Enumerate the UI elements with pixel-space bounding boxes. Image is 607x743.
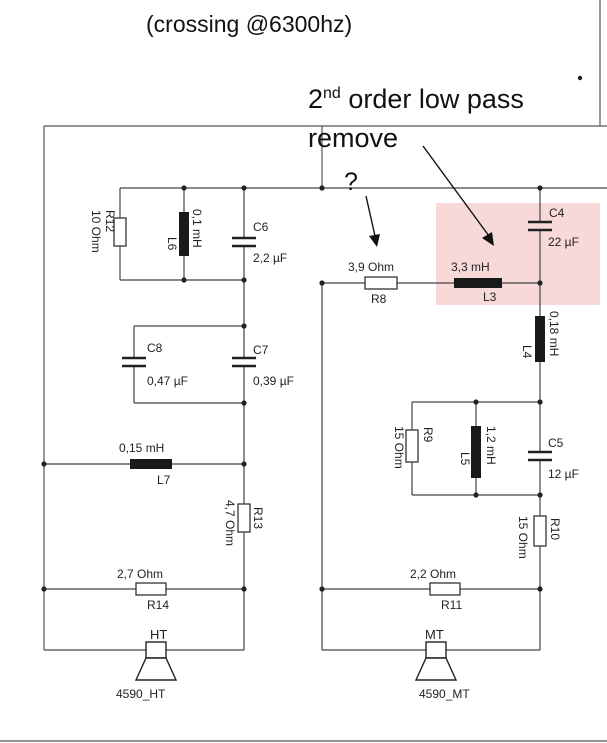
- speaker-ht-name: 4590_HT: [116, 687, 166, 701]
- annotation-rest: order low pass: [340, 84, 524, 114]
- resistor-r8: [364, 276, 398, 290]
- junction-dot: [41, 586, 47, 592]
- inductor-l5: [471, 426, 481, 478]
- label-r11-name: R11: [441, 598, 463, 612]
- junction-dot: [537, 280, 543, 286]
- junction-dot: [319, 185, 325, 191]
- label-c7-value: 0,39 µF: [253, 374, 294, 388]
- label-r9-name: R9: [421, 427, 435, 443]
- junction-dot: [473, 399, 479, 405]
- speaker-mt-icon: [414, 641, 458, 681]
- label-r11-value: 2,2 Ohm: [410, 567, 457, 581]
- label-l7-value: 0,15 mH: [119, 441, 165, 455]
- junction-dot: [241, 323, 247, 329]
- resistor-r11: [429, 582, 461, 596]
- inductor-l4: [535, 316, 545, 362]
- resistor-r12: [113, 217, 127, 247]
- arrow-to-r8: [365, 195, 376, 237]
- annotation-line2: remove: [308, 123, 399, 153]
- junction-dot: [181, 277, 187, 283]
- resistor-r10: [533, 515, 547, 547]
- inductor-l6: [179, 212, 189, 256]
- label-l5-value: 1,2 mH: [484, 426, 498, 465]
- junction-dot: [241, 185, 247, 191]
- arrowhead-icon: [482, 232, 494, 246]
- resistor-r14: [135, 582, 167, 596]
- junction-dot: [473, 492, 479, 498]
- label-r14-value: 2,7 Ohm: [117, 567, 164, 581]
- label-r13-name: R13: [251, 507, 265, 530]
- label-r14-name: R14: [147, 598, 170, 612]
- speaker-mt-label: MT: [425, 627, 444, 642]
- arrowhead-icon: [369, 234, 380, 247]
- junction-dot: [537, 586, 543, 592]
- junction-dot: [577, 75, 583, 81]
- label-c4-name: C4: [549, 206, 565, 220]
- label-r10-value: 15 Ohm: [516, 516, 530, 559]
- label-l4-name: L4: [520, 345, 534, 359]
- label-c8-value: 0,47 µF: [147, 374, 188, 388]
- speaker-ht-label: HT: [150, 627, 168, 642]
- annotation-superscript: nd: [323, 85, 341, 102]
- label-r10-name: R10: [548, 518, 562, 541]
- label-l6-value: 0,1 mH: [190, 209, 204, 248]
- label-c6-value: 2,2 µF: [253, 251, 288, 265]
- junction-dot: [241, 277, 247, 283]
- label-c4-value: 22 µF: [548, 235, 579, 249]
- label-r13-value: 4,7 Ohm: [223, 500, 237, 547]
- annotation-line1: 2nd order low pass: [308, 86, 524, 113]
- junction-dot: [537, 492, 543, 498]
- arrow-to-l3: [422, 145, 490, 237]
- label-l3-value: 3,3 mH: [451, 260, 490, 274]
- label-c5-value: 12 µF: [548, 467, 579, 481]
- highlight-box: [436, 203, 600, 305]
- label-c5-name: C5: [548, 436, 564, 450]
- label-c6-name: C6: [253, 220, 269, 234]
- annotation-prefix: 2: [308, 84, 324, 114]
- label-l5-name: L5: [458, 452, 472, 466]
- label-r8-value: 3,9 Ohm: [348, 260, 395, 274]
- resistor-r13: [237, 503, 251, 533]
- junction-dot: [241, 461, 247, 467]
- label-c7-name: C7: [253, 343, 269, 357]
- speaker-ht-icon: [134, 641, 178, 681]
- question-mark: ?: [344, 168, 358, 196]
- junction-dot: [537, 185, 543, 191]
- junction-dot: [241, 586, 247, 592]
- page-title: (crossing @6300hz): [146, 11, 353, 37]
- label-c8-name: C8: [147, 341, 163, 355]
- speaker-mt-name: 4590_MT: [419, 687, 470, 701]
- label-l7-name: L7: [157, 473, 171, 487]
- inductor-l7: [130, 459, 172, 469]
- label-l4-value: 0,18 mH: [547, 311, 561, 357]
- junction-dot: [41, 461, 47, 467]
- label-r12-value: 10 Ohm: [89, 210, 103, 253]
- inductor-l3: [454, 278, 502, 288]
- resistor-r9: [405, 429, 419, 463]
- label-l3-name: L3: [483, 290, 497, 304]
- junction-dot: [537, 399, 543, 405]
- label-r9-value: 15 Ohm: [392, 426, 406, 469]
- junction-dot: [181, 185, 187, 191]
- label-r12-name: R12: [103, 210, 117, 233]
- label-r8-name: R8: [371, 292, 387, 306]
- junction-dot: [241, 400, 247, 406]
- junction-dot: [319, 586, 325, 592]
- junction-dot: [319, 280, 325, 286]
- label-l6-name: L6: [165, 237, 179, 251]
